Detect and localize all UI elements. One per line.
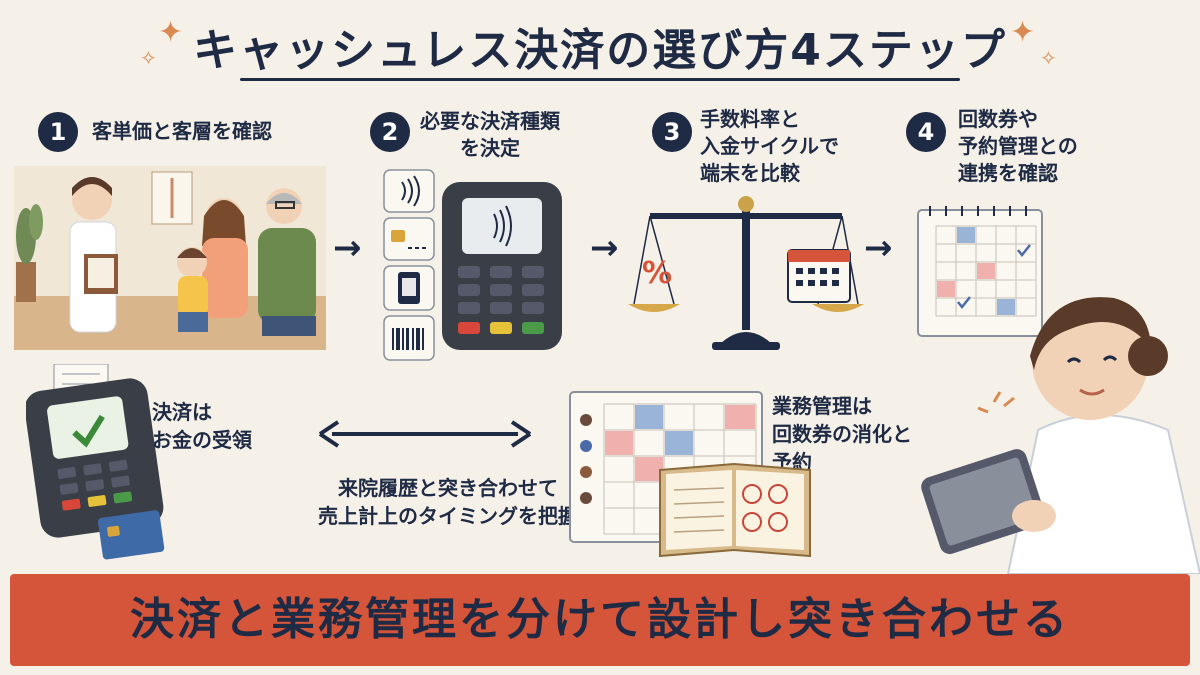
summary-banner-text: 決済と業務管理を分けて設計し突き合わせる — [130, 594, 1070, 645]
step-2-number: 2 — [370, 112, 410, 152]
payment-terminal-check-illustration — [26, 364, 165, 560]
title-underline — [240, 78, 960, 81]
receptionist-with-tablet-illustration — [921, 297, 1200, 574]
arrow-right-icon: → — [864, 228, 893, 268]
step-3-label: 手数料率と 入金サイクルで 端末を比較 — [700, 107, 839, 185]
clinic-consultation-illustration — [14, 166, 326, 350]
reconciliation-note: 来院履歴と突き合わせて 売上計上のタイミングを把握 — [318, 476, 578, 528]
summary-banner: 決済と業務管理を分けて設計し突き合わせる — [10, 574, 1190, 666]
balance-scale-illustration — [628, 196, 864, 350]
percent-icon: % — [642, 256, 673, 291]
page-title: キャッシュレス決済の選び方4ステップ — [193, 25, 1007, 76]
sparkle-icon: ✧ — [1040, 46, 1057, 70]
double-arrow-icon — [318, 420, 532, 448]
schedule-notebook-illustration — [917, 206, 1043, 337]
step-4-number: 4 — [906, 112, 946, 152]
step-1-label: 客単価と客層を確認 — [92, 119, 272, 143]
business-management-note: 業務管理は 回数券の消化と 予約 — [772, 394, 912, 474]
ticket-book-illustration — [659, 462, 811, 558]
step-4-label: 回数券や 予約管理との 連携を確認 — [958, 107, 1078, 185]
sparkle-icon: ✧ — [140, 46, 157, 70]
card-terminal-illustration — [442, 182, 562, 350]
payment-note: 決済は お金の受領 — [152, 400, 252, 452]
arrow-right-icon: → — [333, 228, 362, 268]
arrow-right-icon: → — [590, 228, 619, 268]
step-3-number: 3 — [652, 112, 692, 152]
payment-types-icons — [383, 169, 435, 361]
step-2-label: 必要な決済種類 を決定 — [420, 109, 560, 160]
sparkle-icon: ✦ — [158, 15, 184, 50]
sparkle-icon: ✦ — [1010, 15, 1036, 50]
step-1-number: 1 — [38, 112, 78, 152]
